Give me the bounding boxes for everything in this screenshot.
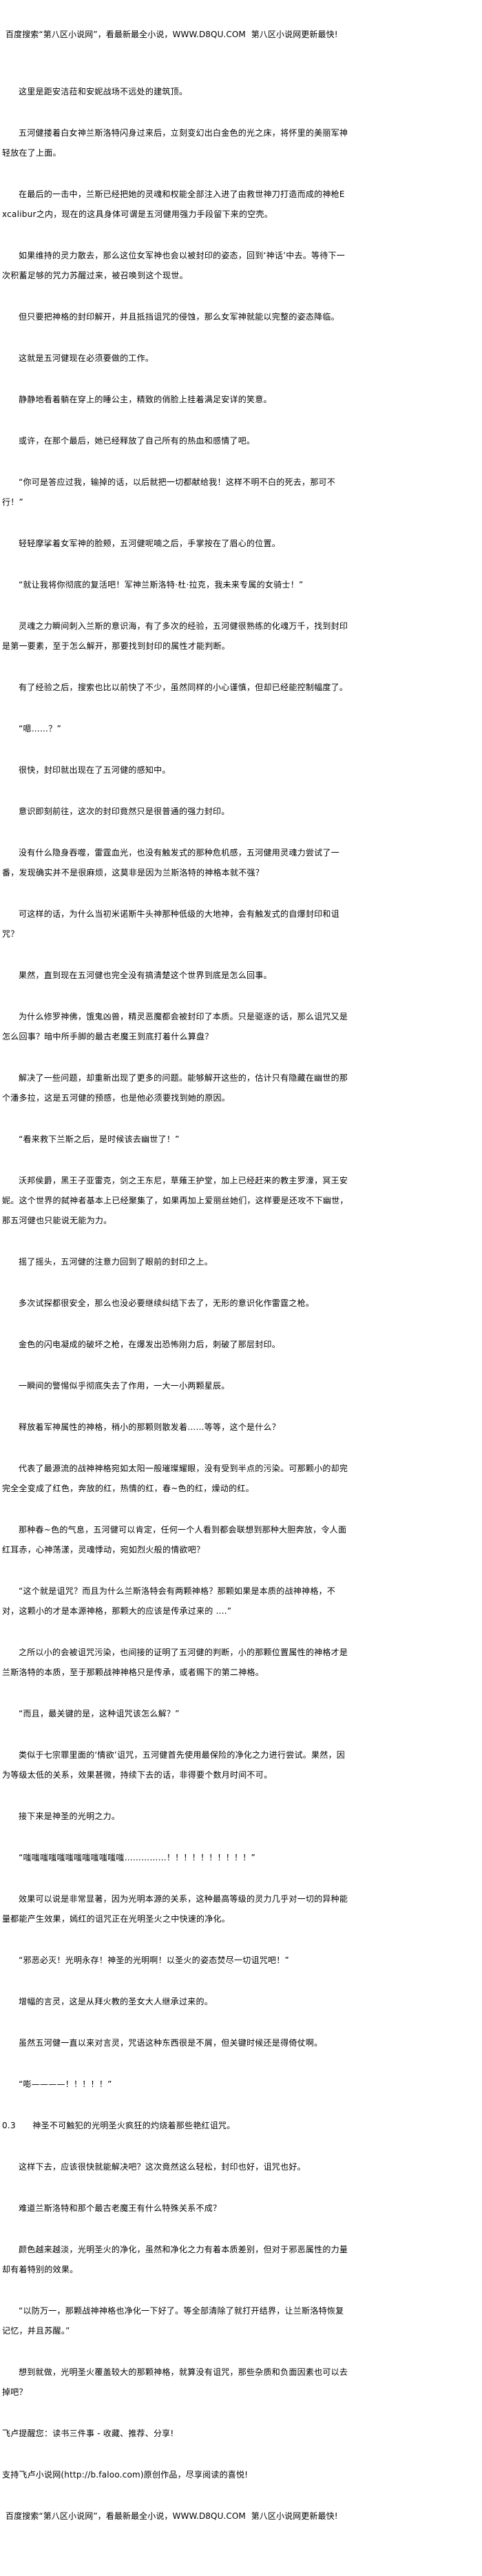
chapter-paragraph: 类似于七宗罪里面的‘情欲’诅咒，五河健首先使用最保险的净化之力进行尝试。果然，因… bbox=[2, 1750, 346, 1780]
chapter-body: 这里是距安洁菈和安妮战场不远处的建筑顶。五河健搂着白女神兰斯洛特闪身过来后，立刻… bbox=[2, 82, 350, 2402]
chapter-paragraph: 接下来是神圣的光明之力。 bbox=[19, 1811, 120, 1821]
chapter-paragraph: 沃邦侯爵，黑王子亚雷克，剑之王东尼，草薙王护堂，加上已经赶来的教主罗濠，冥王安妮… bbox=[2, 1176, 348, 1225]
chapter-paragraph: “嘭————！！！！！” bbox=[19, 2079, 112, 2089]
footer-reminder: 飞卢提醒您：读书三件事 - 收藏、推荐、分享! bbox=[2, 2429, 174, 2438]
chapter-paragraph: 但只要把神格的封印解开，并且抵挡诅咒的侵蚀，那么女军神就能以完整的姿态降临。 bbox=[19, 312, 339, 322]
chapter-paragraph: “而且，最关键的是，这种诅咒该怎么解？” bbox=[19, 1709, 180, 1718]
chapter-paragraph: “嗤嗤嗤嗤嗤嗤嗤嗤嗤嗤嗤嗤……………！！！！！！！！！！” bbox=[19, 1853, 255, 1862]
chapter-paragraph: “这个就是诅咒？而且为什么兰斯洛特会有两颗神格？那颗如果是本质的战神神格，不对，… bbox=[2, 1586, 336, 1616]
chapter-paragraph: 意识即刻前往，这次的封印竟然只是很普通的强力封印。 bbox=[19, 807, 230, 816]
chapter-paragraph: 增幅的言灵，这是从拜火教的圣女大人继承过来的。 bbox=[19, 1997, 213, 2006]
header-banner: 百度搜索“第八区小说网”，看最新最全小说，WWW.D8QU.COM 第八区小说网… bbox=[6, 30, 338, 39]
chapter-paragraph: 摇了摇头，五河健的注意力回到了眼前的封印之上。 bbox=[19, 1257, 213, 1267]
chapter-paragraph: 有了经验之后，搜索也比以前快了不少，虽然同样的小心谨慎，但却已经能控制幅度了。 bbox=[19, 683, 348, 692]
chapter-paragraph: 静静地看着躺在穿上的睡公主，精致的俏脸上挂着满足安详的笑意。 bbox=[19, 395, 272, 404]
chapter-paragraph: 这里是距安洁菈和安妮战场不远处的建筑顶。 bbox=[19, 87, 188, 96]
chapter-paragraph: 颜色越来越淡，光明圣火的净化，虽然和净化之力有着本质差别，但对于邪恶属性的力量却… bbox=[2, 2245, 348, 2274]
chapter-paragraph: 可这样的话，为什么当初米诺斯牛头神那种低级的大地神，会有触发式的自爆封印和诅咒？ bbox=[2, 909, 339, 939]
chapter-paragraph: 多次试探都很安全，那么也没必要继续纠结下去了，无形的意识化作雷霆之枪。 bbox=[19, 1298, 315, 1308]
chapter-paragraph: 金色的闪电凝成的破坏之枪，在爆发出恐怖刚力后，刺破了那层封印。 bbox=[19, 1340, 281, 1349]
chapter-paragraph: 之所以小的会被诅咒污染，也间接的证明了五河健的判断，小的那颗位置属性的神格才是兰… bbox=[2, 1648, 348, 1677]
chapter-paragraph: 在最后的一击中，兰斯已经把她的灵魂和权能全部注入进了由救世神刀打造而成的神枪Ex… bbox=[2, 189, 345, 219]
chapter-paragraph: 虽然五河健一直以来对言灵，咒语这种东西很是不屑，但关键时候还是得倚仗啊。 bbox=[19, 2038, 323, 2048]
footer-banner: 百度搜索“第八区小说网”，看最新最全小说，WWW.D8QU.COM 第八区小说网… bbox=[6, 2511, 338, 2521]
chapter-paragraph: 很快，封印就出现在了五河健的感知中。 bbox=[19, 765, 171, 775]
chapter-paragraph: 如果维持的灵力散去，那么这位女军神也会以被封印的姿态，回到‘神话’中去。等待下一… bbox=[2, 251, 346, 280]
chapter-paragraph: 代表了最源流的战神神格宛如太阳一般璀璨耀眼，没有受到半点的污染。可那颗小的却完完… bbox=[2, 1464, 348, 1493]
chapter-paragraph: 一瞬间的警惕似乎彻底失去了作用，一大一小两颗星辰。 bbox=[19, 1381, 230, 1391]
chapter-paragraph: “嗯……？” bbox=[19, 724, 61, 734]
chapter-paragraph: 想到就做，光明圣火覆盖较大的那颗神格，就算没有诅咒，那些杂质和负面因素也可以去掉… bbox=[2, 2367, 348, 2397]
chapter-paragraph: 这就是五河健现在必须要做的工作。 bbox=[19, 353, 154, 363]
chapter-paragraph: 果然，直到现在五河健也完全没有搞清楚这个世界到底是怎么回事。 bbox=[19, 970, 272, 980]
footer-support: 支持飞卢小说网(http://b.faloo.com)原创作品，尽享阅读的喜悦! bbox=[2, 2470, 249, 2480]
chapter-paragraph: “邪恶必灭！光明永存！神圣的光明啊！以圣火的姿态焚尽一切诅咒吧！” bbox=[19, 1955, 290, 1965]
chapter-paragraph: 释放着军神属性的神格，稍小的那颗则散发着……等等，这个是什么？ bbox=[19, 1422, 281, 1432]
chapter-paragraph: 0.3 神圣不可触犯的光明圣火疯狂的灼烧着那些艳红诅咒。 bbox=[2, 2121, 235, 2130]
chapter-paragraph: 或许，在那个最后，她已经释放了自己所有的热血和感情了吧。 bbox=[19, 436, 255, 446]
chapter-paragraph: 效果可以说是非常显著，因为光明本源的关系，这种最高等级的灵力几乎对一切的异种能量… bbox=[2, 1894, 348, 1924]
chapter-paragraph: 那种春~色的气息，五河健可以肯定，任何一个人看到都会联想到那种大胆奔放，令人面红… bbox=[2, 1525, 347, 1555]
chapter-paragraph: 这样下去，应该很快就能解决吧？这次竟然这么轻松，封印也好，诅咒也好。 bbox=[19, 2162, 306, 2172]
chapter-document: 百度搜索“第八区小说网”，看最新最全小说，WWW.D8QU.COM 第八区小说网… bbox=[2, 30, 350, 2521]
chapter-paragraph: 难道兰斯洛特和那个最古老魔王有什么特殊关系不成？ bbox=[19, 2203, 222, 2213]
chapter-paragraph: “以防万一，那颗战神神格也净化一下好了。等全部清除了就打开结界，让兰斯洛特恢复记… bbox=[2, 2306, 344, 2336]
chapter-paragraph: 轻轻摩挲着女军神的脸颊，五河健呢喃之后，手掌按在了眉心的位置。 bbox=[19, 539, 281, 548]
chapter-paragraph: 灵魂之力瞬间刺入兰斯的意识海，有了多次的经验，五河健很熟练的化魂万千，找到封印是… bbox=[2, 621, 348, 651]
chapter-paragraph: 为什么修罗神佛，饿鬼凶兽，精灵恶魔都会被封印了本质。只是驱逐的话，那么诅咒又是怎… bbox=[2, 1012, 348, 1041]
chapter-paragraph: 解决了一些问题，却重新出现了更多的问题。能够解开这些的，估计只有隐藏在幽世的那个… bbox=[2, 1073, 348, 1103]
chapter-paragraph: “看来救下兰斯之后，是时候该去幽世了！” bbox=[19, 1134, 180, 1144]
chapter-paragraph: “你可是答应过我，输掉的话，以后就把一切都献给我！这样不明不白的死去，那可不行！… bbox=[2, 477, 336, 507]
chapter-paragraph: 没有什么隐身吞噬，雷霆血光，也没有触发式的那种危机感，五河健用灵魂力尝试了一番，… bbox=[2, 848, 339, 877]
chapter-paragraph: “就让我将你彻底的复活吧！军神兰斯洛特·杜·拉克，我未来专属的女骑士！” bbox=[19, 580, 304, 590]
chapter-paragraph: 五河健搂着白女神兰斯洛特闪身过来后，立刻变幻出白金色的光之床，将怀里的美丽军神轻… bbox=[2, 128, 348, 158]
